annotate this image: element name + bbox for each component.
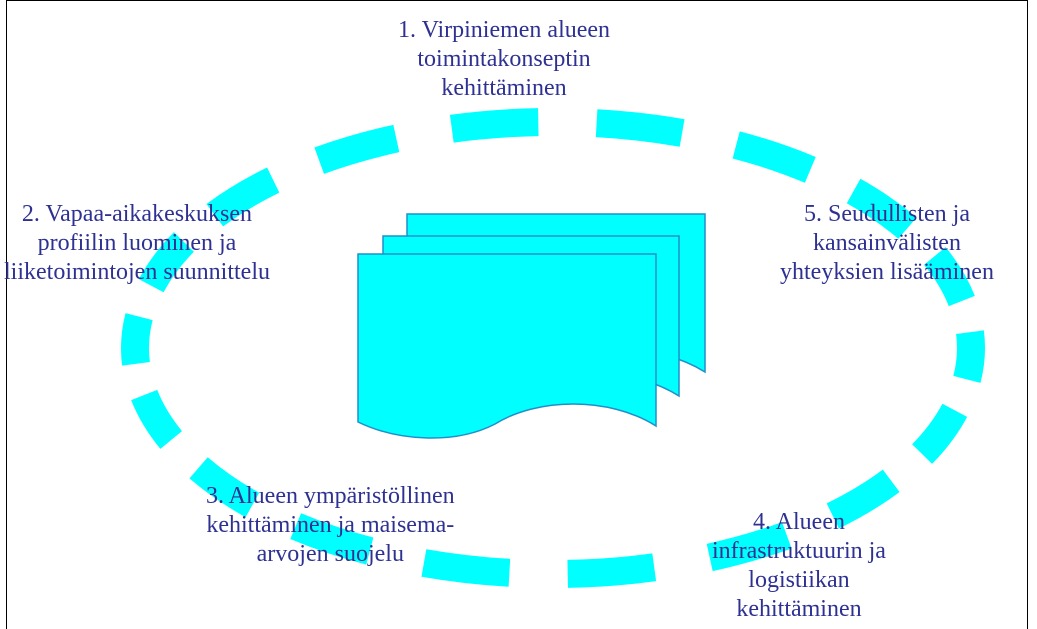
step-1-line-3: kehittäminen xyxy=(441,75,567,101)
step-1-line-1: 1. Virpiniemen alueen xyxy=(398,17,611,43)
step-5-label: 5. Seudullisten ja kansainvälisten yhtey… xyxy=(780,200,994,287)
step-3-line-2: kehittäminen ja maisema- xyxy=(206,512,455,538)
step-2-line-1: 2. Vapaa-aikakeskuksen xyxy=(21,201,253,227)
step-1-line-2: toimintakonseptin xyxy=(417,46,591,72)
cycle-dash xyxy=(421,549,511,587)
step-3-line-1: 3. Alueen ympäristöllinen xyxy=(206,483,455,509)
step-2-line-3: liiketoimintojen suunnittelu xyxy=(4,259,270,285)
cycle-dash xyxy=(206,167,280,227)
cycle-dash xyxy=(732,131,816,183)
cycle-dash xyxy=(290,513,374,565)
step-4-line-2: infrastruktuurin ja xyxy=(712,538,886,564)
step-5-line-1: 5. Seudullisten ja xyxy=(803,201,970,227)
cycle-dash xyxy=(706,522,792,572)
step-2-line-2: profiilin luominen ja xyxy=(37,230,237,256)
cycle-dash xyxy=(121,313,153,366)
step-2-label: 2. Vapaa-aikakeskuksen profiilin luomine… xyxy=(4,200,270,287)
step-5-line-2: kansainvälisten xyxy=(812,230,961,256)
cycle-dash xyxy=(138,232,195,293)
cycle-dash xyxy=(449,108,539,143)
cycle-dash xyxy=(923,247,975,307)
step-4-label: 4. Alueen infrastruktuurin ja logistiika… xyxy=(712,508,886,624)
cycle-dash xyxy=(595,109,685,147)
step-3-label: 3. Alueen ympäristöllinen kehittäminen j… xyxy=(206,482,455,569)
cycle-dash xyxy=(911,403,968,464)
step-4-line-4: kehittäminen xyxy=(736,596,862,622)
cycle-dash xyxy=(567,553,657,588)
step-3-line-3: arvojen suojelu xyxy=(256,541,404,567)
cycle-dash xyxy=(846,178,917,239)
multiple-documents-icon xyxy=(357,213,706,439)
step-4-line-3: logistiikan xyxy=(748,567,850,593)
cycle-dash xyxy=(189,457,260,518)
cycle-dash xyxy=(826,469,900,529)
cycle-dash xyxy=(953,330,985,383)
cycle-dash xyxy=(314,124,400,174)
dashed-cycle-ring xyxy=(121,108,985,588)
cycle-dash xyxy=(131,389,183,449)
document-sheet-3 xyxy=(357,253,657,439)
step-4-line-1: 4. Alueen xyxy=(752,509,845,535)
step-5-line-3: yhteyksien lisääminen xyxy=(780,259,994,285)
step-1-label: 1. Virpiniemen alueen toimintakonseptin … xyxy=(398,16,610,103)
